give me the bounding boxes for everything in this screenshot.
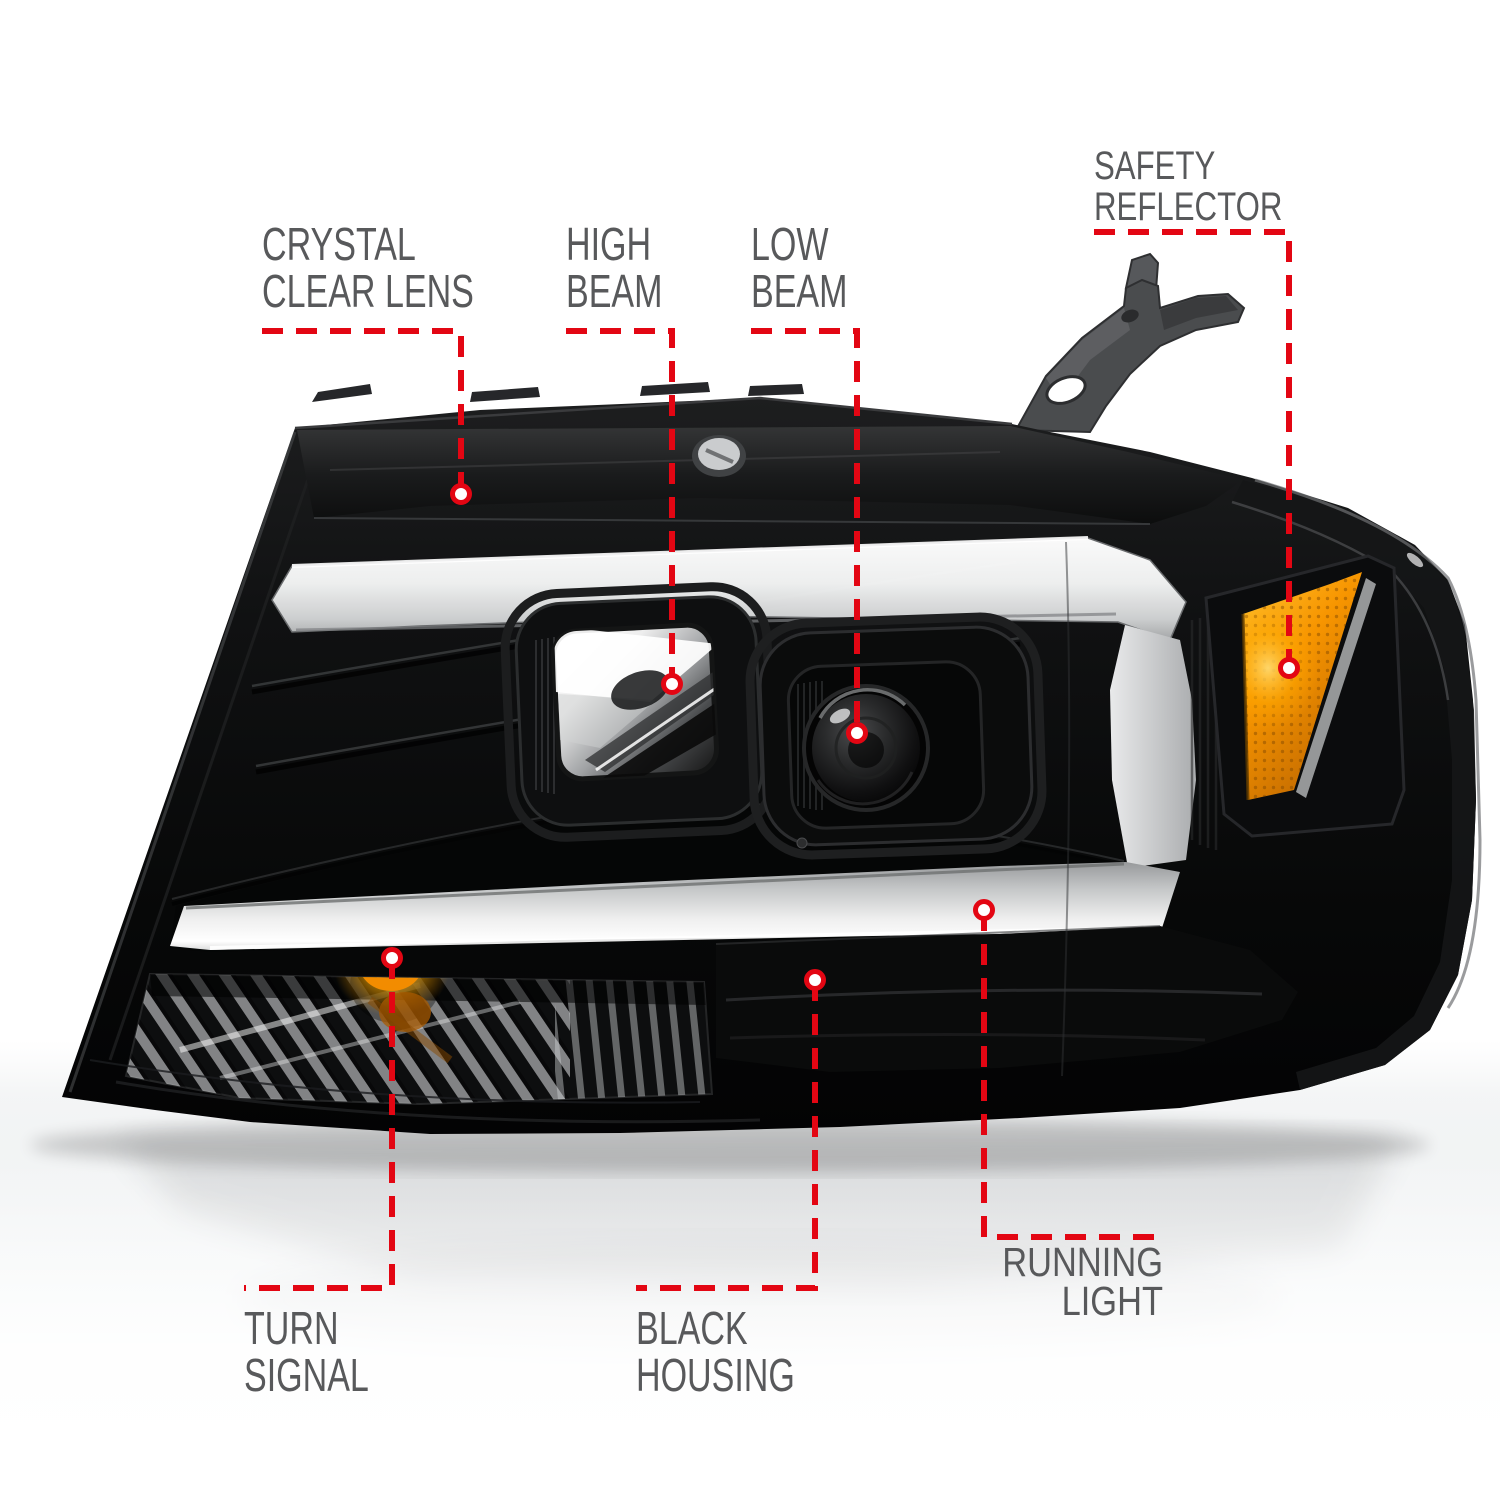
leader-high-beam <box>566 328 675 684</box>
label-line: HOUSING <box>636 1349 795 1401</box>
leader-crystal-clear-lens <box>262 328 464 494</box>
label-line: BEAM <box>751 265 848 317</box>
label-low-beam: LOW BEAM <box>751 221 847 315</box>
amber-side-reflector <box>1204 554 1406 838</box>
black-housing-marker <box>804 969 826 991</box>
left-edge-highlight <box>68 431 297 1093</box>
chrome-reflections <box>554 626 718 781</box>
turn-signal-marker <box>381 947 403 969</box>
label-line: SAFETY <box>1094 144 1216 188</box>
light-bar-right-segment <box>1110 625 1196 868</box>
label-line: TURN <box>244 1302 339 1354</box>
low-beam-projector <box>745 612 1047 860</box>
leader-turn-signal <box>244 958 395 1291</box>
safety-reflector-marker <box>1278 657 1300 679</box>
leader-safety-reflector <box>1094 229 1292 668</box>
label-line: HIGH <box>566 218 652 270</box>
left-edge-shadow <box>108 449 320 1061</box>
bracket-hole <box>1045 375 1087 405</box>
low-beam-marker <box>846 722 868 744</box>
running-light-marker <box>973 899 995 921</box>
label-black-housing: BLACK HOUSING <box>636 1305 795 1399</box>
label-running-light: RUNNING LIGHT <box>911 1239 1163 1324</box>
adjustment-screw <box>692 435 746 477</box>
label-high-beam: HIGH BEAM <box>566 221 662 315</box>
lens-seam <box>1061 541 1071 1077</box>
label-line: BLACK <box>636 1302 748 1354</box>
running-light-bar <box>170 862 1180 950</box>
ground-shadow <box>30 1117 1430 1173</box>
label-line: CLEAR LENS <box>262 265 474 317</box>
high-beam-reflector <box>500 582 778 842</box>
high-beam-marker <box>661 673 683 695</box>
floor-reflection <box>0 1117 1500 1500</box>
bottom-lip <box>89 1059 761 1124</box>
label-line: CRYSTAL <box>262 218 416 270</box>
label-line: LIGHT <box>1061 1278 1163 1324</box>
black-housing-ledge <box>715 925 1298 1072</box>
leader-low-beam <box>751 328 860 733</box>
clear-lens-rim <box>1254 478 1482 1009</box>
headlight-body <box>62 382 1482 1134</box>
label-line: SIGNAL <box>244 1349 369 1401</box>
top-band <box>294 382 1243 525</box>
leader-black-housing <box>636 980 818 1291</box>
label-line: RUNNING <box>1002 1239 1163 1285</box>
label-line: BEAM <box>566 265 663 317</box>
annotation-leaders <box>244 229 1300 1291</box>
turn-signal-assembly <box>124 972 714 1106</box>
label-line: LOW <box>751 218 829 270</box>
crystal-clear-lens-marker <box>450 483 472 505</box>
mounting-bracket <box>1014 252 1246 434</box>
label-crystal-clear-lens: CRYSTAL CLEAR LENS <box>262 221 474 315</box>
label-turn-signal: TURN SIGNAL <box>244 1305 369 1399</box>
label-line: REFLECTOR <box>1094 185 1283 229</box>
label-safety-reflector: SAFETY REFLECTOR <box>1094 146 1282 228</box>
leader-running-light <box>981 910 1163 1240</box>
reflector-edge-highlight <box>1296 578 1376 798</box>
side-ribs <box>1190 615 1218 850</box>
